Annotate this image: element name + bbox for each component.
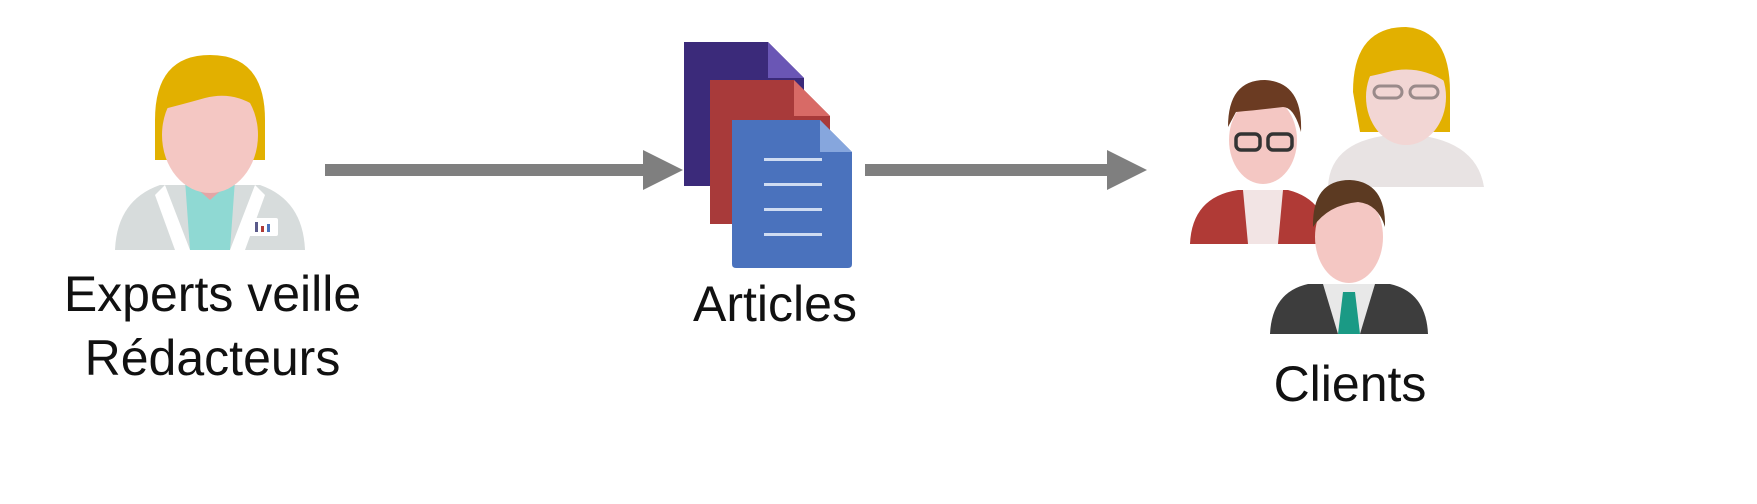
clients-node xyxy=(1188,22,1488,340)
clients-label: Clients xyxy=(1273,356,1427,412)
arrow-articles-to-clients xyxy=(865,148,1150,192)
document-stack-icon xyxy=(684,42,852,268)
experts-label-line1: Experts veille xyxy=(63,266,362,322)
articles-label: Articles xyxy=(693,276,857,332)
right-arrow-icon xyxy=(325,150,683,190)
experts-label: Experts veille Rédacteurs xyxy=(40,262,385,390)
right-arrow-icon xyxy=(865,150,1147,190)
people-group-icon xyxy=(1190,27,1484,334)
experts-label-line2: Rédacteurs xyxy=(84,330,341,386)
doctor-avatar-icon xyxy=(115,55,305,250)
experts-node xyxy=(105,50,315,255)
articles-node xyxy=(680,38,855,270)
arrow-experts-to-articles xyxy=(325,148,685,192)
